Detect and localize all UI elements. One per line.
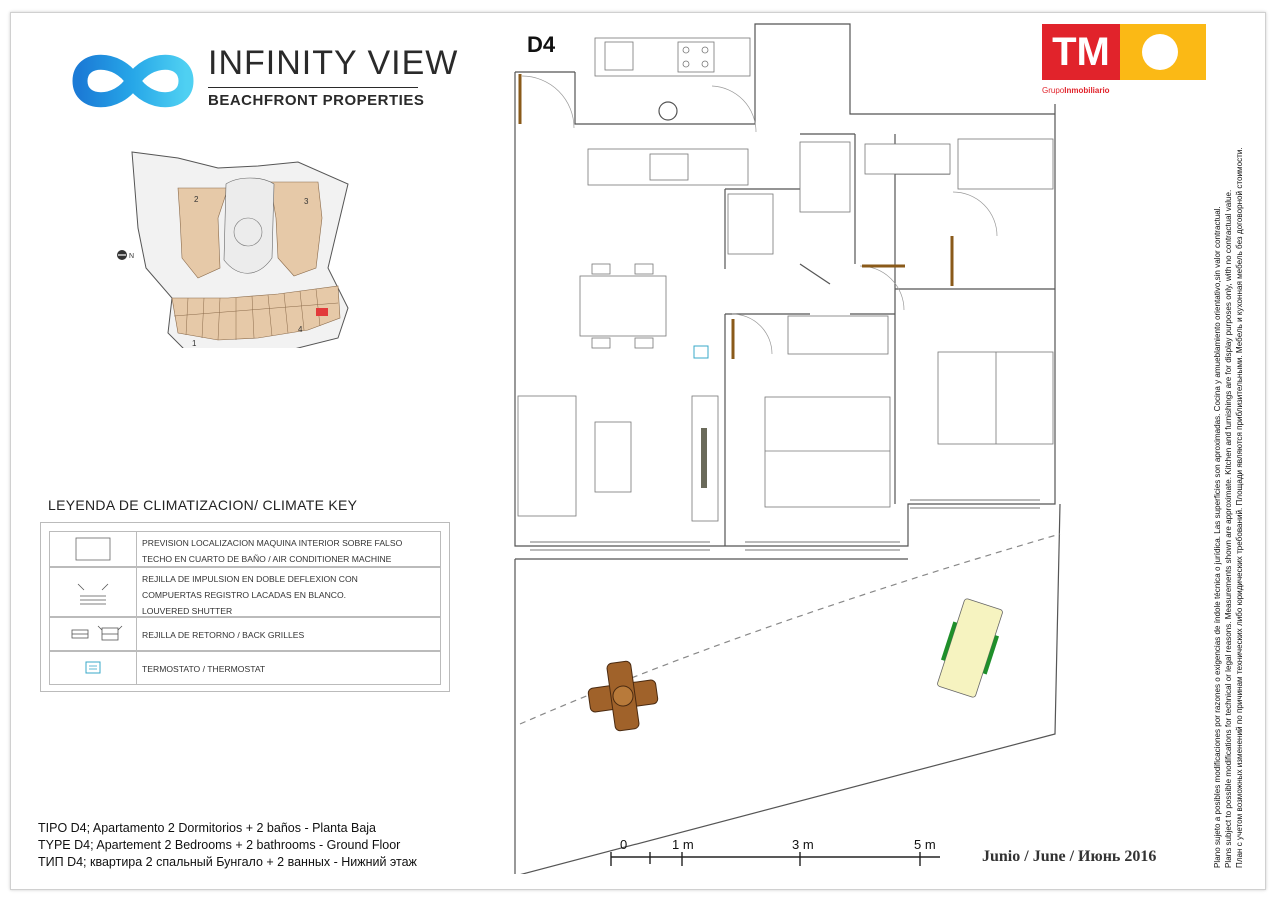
disclaimer-russian: План с учетом возможных изменений по при… xyxy=(1235,147,1244,868)
sun-lounger-icon xyxy=(937,598,1003,698)
infinity-symbol-icon xyxy=(72,54,194,108)
legend-text-line: LOUVERED SHUTTER xyxy=(142,606,233,616)
scale-label-5m: 5 m xyxy=(914,837,936,852)
legend-row-shutter: REJILLA DE IMPULSION EN DOBLE DEFLEXION … xyxy=(49,567,441,617)
legend-text-ac: PREVISION LOCALIZACION MAQUINA INTERIOR … xyxy=(142,535,436,567)
legend-text-line: PREVISION LOCALIZACION MAQUINA INTERIOR … xyxy=(142,538,403,548)
disclaimer-spanish: Plano sujeto a posibles modificaciones p… xyxy=(1213,206,1222,868)
tm-logo-subtitle: GrupoInmobiliario xyxy=(1042,86,1110,95)
legend-symbol-cell xyxy=(50,532,137,566)
legend-text-line: REJILLA DE IMPULSION EN DOBLE DEFLEXION … xyxy=(142,574,358,584)
tm-logo: TM GrupoInmobiliario xyxy=(1042,24,1207,104)
tm-sub-bold: Inmobiliario xyxy=(1064,86,1110,95)
tm-logo-yellow-block xyxy=(1120,24,1206,80)
legend-text-line: COMPUERTAS REGISTRO LACADAS EN BLANCO. xyxy=(142,590,347,600)
tm-logo-text: TM xyxy=(1042,24,1120,80)
thermostat-marker-icon xyxy=(693,345,709,359)
louvered-shutter-icon xyxy=(77,583,109,605)
description-english: TYPE D4; Apartement 2 Bedrooms + 2 bathr… xyxy=(38,838,401,852)
legend-text-line: TERMOSTATO / THERMOSTAT xyxy=(142,664,266,674)
disclaimer-english: Plans subject to possible modifications … xyxy=(1224,189,1233,868)
description-russian: ТИП D4; квартира 2 спальный Бунгало + 2 … xyxy=(38,855,417,869)
legend-title: LEYENDA DE CLIMATIZACION/ CLIMATE KEY xyxy=(48,497,358,513)
scale-label-0: 0 xyxy=(620,837,628,852)
north-arrow-icon: N xyxy=(117,250,134,260)
legend-symbol-cell xyxy=(50,652,137,684)
floor-plan xyxy=(514,23,1061,874)
legend-row-ac: PREVISION LOCALIZACION MAQUINA INTERIOR … xyxy=(49,531,441,567)
scale-bar xyxy=(610,852,940,866)
legend-row-grilles: REJILLA DE RETORNO / BACK GRILLES xyxy=(49,617,441,651)
unit-code: D4 xyxy=(527,32,556,57)
brand-tagline: BEACHFRONT PROPERTIES xyxy=(208,92,425,109)
legend-text-line: TECHO EN CUARTO DE BAÑO / AIR CONDITIONE… xyxy=(142,554,392,564)
brand-divider xyxy=(208,87,418,88)
legend-symbol-cell xyxy=(50,568,137,616)
ac-machine-icon xyxy=(75,537,111,561)
site-label-3: 3 xyxy=(304,197,309,206)
disclaimer: Plano sujeto a posibles modificaciones p… xyxy=(1212,18,1245,868)
description-spanish: TIPO D4; Apartamento 2 Dormitorios + 2 b… xyxy=(38,821,377,835)
infinity-view-logo: INFINITY VIEW BEACHFRONT PROPERTIES xyxy=(68,40,457,120)
legend-text-line: REJILLA DE RETORNO / BACK GRILLES xyxy=(142,630,305,640)
plan-date: Junio / June / Июнь 2016 xyxy=(982,848,1157,865)
legend-text-thermostat: TERMOSTATO / THERMOSTAT xyxy=(142,661,436,677)
legend-symbol-cell xyxy=(50,618,137,650)
brand-name: INFINITY VIEW xyxy=(208,44,459,82)
legend-text-grilles: REJILLA DE RETORNO / BACK GRILLES xyxy=(142,627,436,643)
unit-location-marker xyxy=(316,308,328,316)
terrace-table-icon xyxy=(587,660,659,732)
north-label: N xyxy=(129,253,134,260)
tm-logo-circle-icon xyxy=(1142,34,1178,70)
scale-label-3m: 3 m xyxy=(792,837,814,852)
back-grille-icon xyxy=(71,625,123,641)
legend-row-thermostat: TERMOSTATO / THERMOSTAT xyxy=(49,651,441,685)
site-plan: 1 2 3 4 xyxy=(131,151,349,348)
site-label-1: 1 xyxy=(192,339,197,348)
tm-sub-prefix: Grupo xyxy=(1042,86,1065,95)
site-label-2: 2 xyxy=(194,195,199,204)
site-label-4: 4 xyxy=(298,325,303,334)
thermostat-icon xyxy=(85,661,101,674)
scale-label-1m: 1 m xyxy=(672,837,694,852)
climate-legend: PREVISION LOCALIZACION MAQUINA INTERIOR … xyxy=(40,522,450,692)
legend-text-shutter: REJILLA DE IMPULSION EN DOBLE DEFLEXION … xyxy=(142,571,436,619)
unit-description: TIPO D4; Apartamento 2 Dormitorios + 2 b… xyxy=(38,820,417,871)
